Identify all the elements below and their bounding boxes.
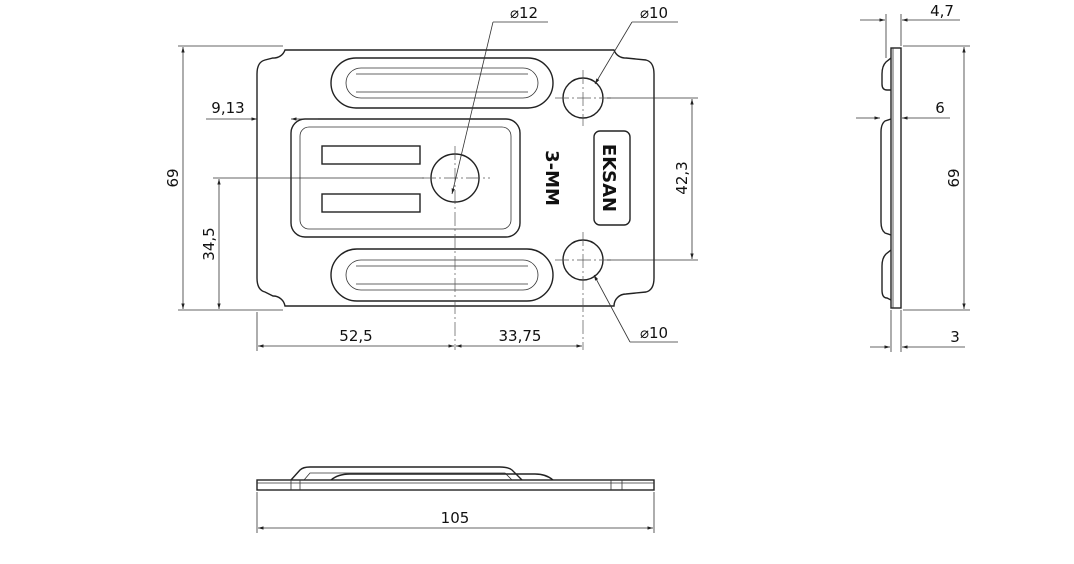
dim-side-bottom: 3 — [950, 328, 960, 346]
dim-hole-spacing: 42,3 — [673, 161, 691, 194]
front-view: EKSAN 3-MM — [256, 49, 655, 350]
side-dimensions: 4,7 6 69 3 — [856, 2, 970, 352]
top-slot — [330, 57, 554, 109]
dim-total-width: 105 — [441, 509, 470, 527]
brand-label: EKSAN — [598, 144, 619, 212]
bottom-dimensions: 105 — [256, 492, 655, 533]
brand-frame — [593, 130, 631, 226]
dim-side-height: 69 — [945, 168, 963, 187]
model-label: 3-MM — [541, 150, 562, 206]
dim-edge-offset: 9,13 — [211, 99, 244, 117]
bottom-slot — [330, 248, 554, 302]
dim-width-right: 33,75 — [499, 327, 542, 345]
dim-side-top: 4,7 — [930, 2, 954, 20]
dim-bottom-hole: ⌀10 — [640, 324, 668, 342]
dim-side-mid: 6 — [935, 99, 945, 117]
dim-half-height: 34,5 — [200, 227, 218, 260]
dim-center-hole: ⌀12 — [510, 4, 538, 22]
bottom-view — [256, 466, 655, 491]
dim-width-left: 52,5 — [339, 327, 372, 345]
front-dimensions: 69 34,5 9,13 52,5 33,75 42,3 ⌀12 ⌀10 ⌀10 — [164, 4, 698, 351]
dim-height-left: 69 — [164, 168, 182, 187]
side-view — [880, 47, 902, 309]
dim-top-hole: ⌀10 — [640, 4, 668, 22]
plate-outline — [256, 49, 655, 307]
